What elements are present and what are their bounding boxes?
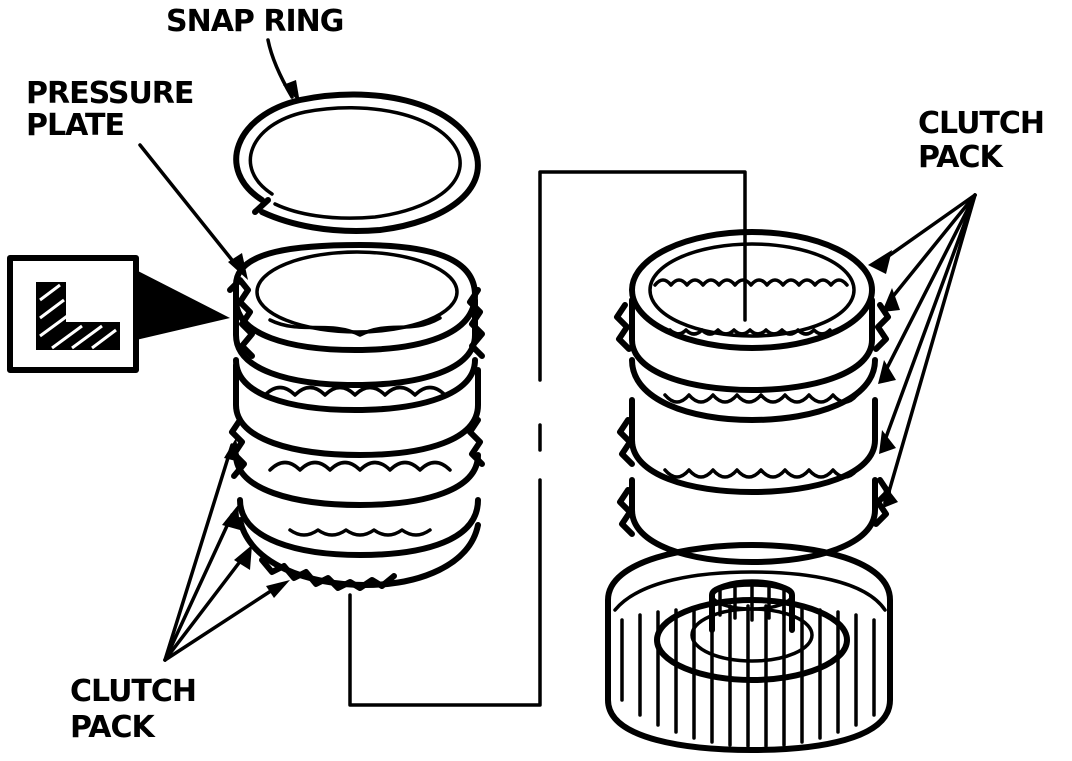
pressure-plate-label-line2: PLATE [26, 108, 125, 143]
cross-section-hatch-icon [7, 255, 230, 373]
snap-ring-arrow [266, 38, 300, 103]
left-clutch-stack [227, 242, 485, 591]
clutch-pack-right-label-line2: PACK [918, 140, 1003, 175]
right-clutch-pack-arrows [868, 193, 977, 508]
pressure-plate-label-line1: PRESSURE [26, 76, 194, 111]
snap-ring [233, 91, 481, 234]
assembly-connector-lines [348, 170, 747, 707]
pressure-plate [233, 242, 478, 388]
pressure-plate-arrow [138, 143, 248, 280]
clutch-drum [605, 542, 893, 753]
clutch-pack-right-label-line1: CLUTCH [918, 106, 1045, 141]
snap-ring-label: SNAP RING [166, 4, 344, 39]
clutch-pack-left-label-line1: CLUTCH [70, 674, 197, 709]
clutch-pack-left-label-line2: PACK [70, 710, 155, 745]
right-clutch-stack [614, 229, 891, 565]
left-clutch-pack-arrows [163, 438, 290, 662]
